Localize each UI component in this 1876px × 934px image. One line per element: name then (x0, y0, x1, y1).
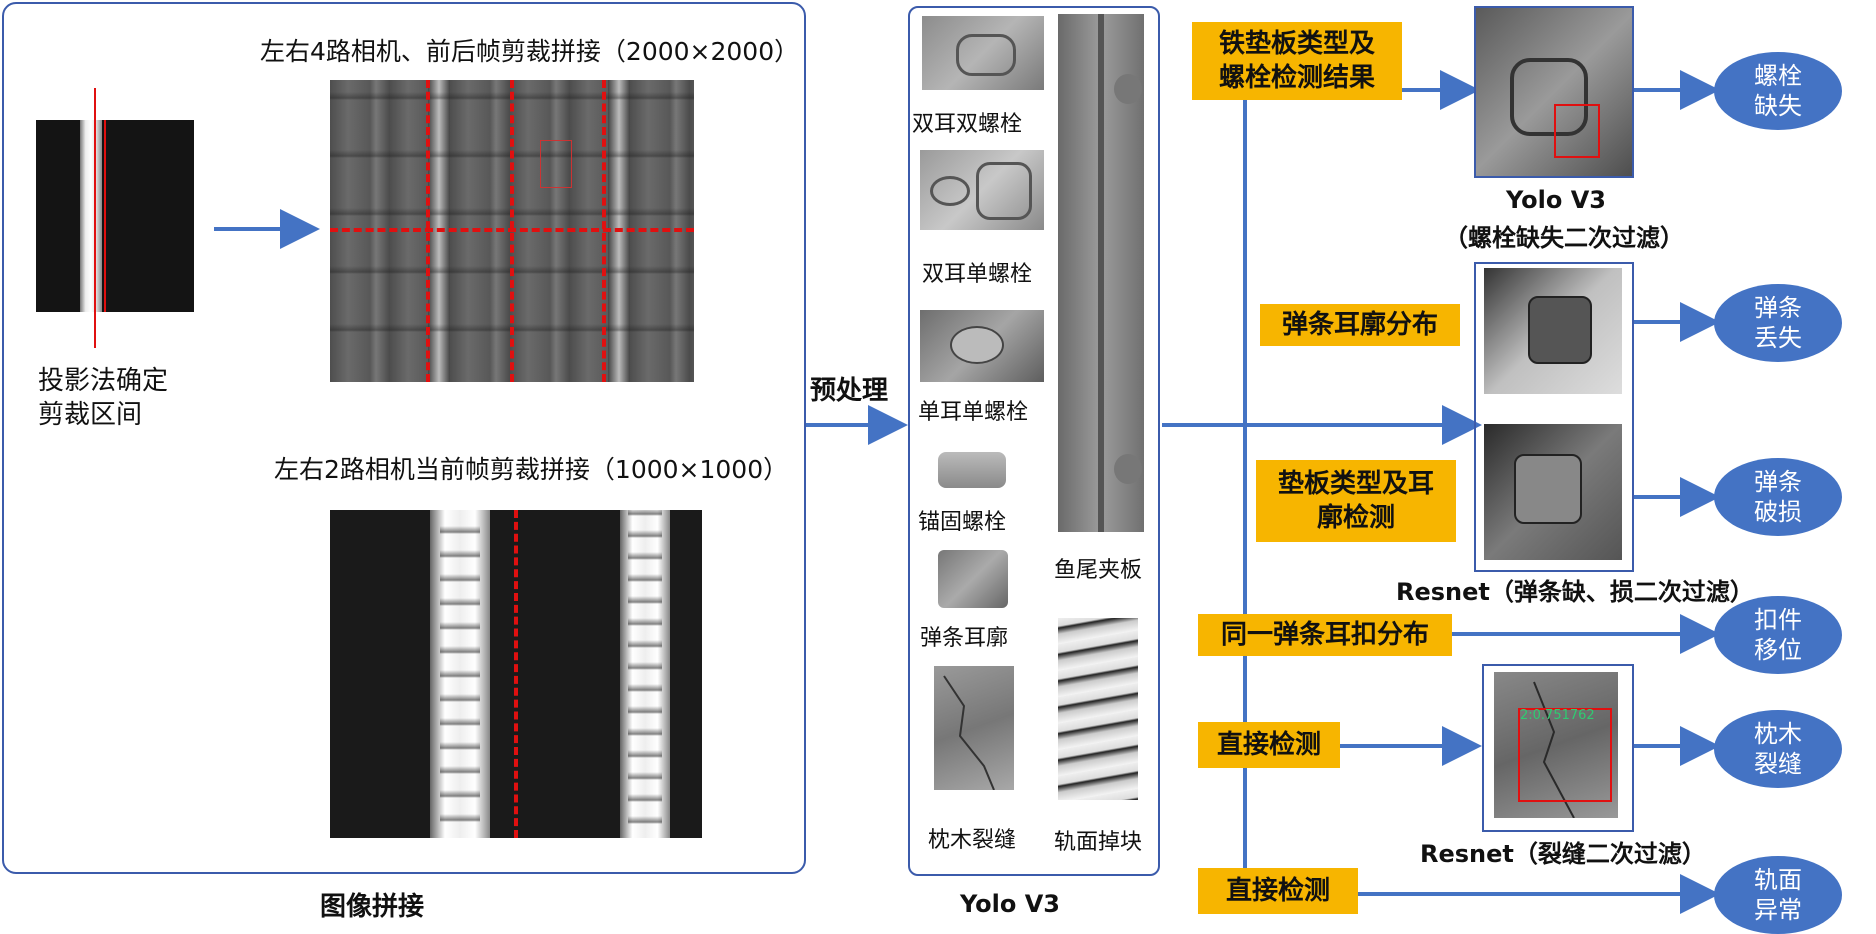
result-bolt-missing-a: 螺栓 (1754, 62, 1802, 90)
title-4cam: 左右4路相机、前后帧剪裁拼接（2000×2000） (260, 37, 800, 66)
sample-clip-ear (938, 550, 1008, 608)
yolo-filter-title: Yolo V3 (1506, 186, 1607, 214)
sample-sleeper-crack (934, 666, 1014, 790)
sample-anchor-bolt (938, 452, 1006, 488)
detect-box-plate-bolt-line1: 铁垫板类型及 (1218, 29, 1375, 59)
yolo-caption: Yolo V3 (960, 890, 1061, 918)
result-rail-surface-abnormal-b: 异常 (1754, 896, 1802, 924)
crack-overlay-text: 2:0.751762 (1520, 708, 1595, 723)
sample-single-ear-single-bolt (920, 310, 1044, 382)
result-clip-lost-a: 弹条 (1754, 294, 1802, 322)
resnet-crack-image: 2:0.751762 (1494, 672, 1618, 818)
yolo-bolt-filter-image (1474, 6, 1634, 178)
title-2cam: 左右2路相机当前帧剪裁拼接（1000×1000） (274, 455, 789, 484)
stitched-4cam-image (330, 80, 694, 382)
sample-rail-surface-chip (1058, 618, 1138, 800)
result-rail-surface-abnormal: 轨面 异常 (1714, 856, 1842, 934)
stitching-caption: 图像拼接 (320, 892, 425, 922)
detect-box-plate-ear-line2: 廓检测 (1316, 503, 1395, 533)
resnet-crack-filter-panel (1482, 664, 1634, 832)
detect-box-plate-bolt: 铁垫板类型及 螺栓检测结果 (1192, 22, 1402, 100)
detect-box-direct-2: 直接检测 (1198, 868, 1358, 914)
preprocess-label: 预处理 (810, 376, 889, 406)
stitched-2cam-image (330, 510, 702, 838)
detect-box-plate-ear-line1: 垫板类型及耳 (1277, 469, 1434, 499)
sample-double-ear-double-bolt (922, 16, 1044, 90)
label-clip-ear: 弹条耳廓 (920, 626, 1009, 651)
result-sleeper-crack-a: 枕木 (1754, 720, 1802, 748)
result-fastener-shift-a: 扣件 (1754, 606, 1802, 634)
result-bolt-missing: 螺栓 缺失 (1714, 52, 1842, 130)
result-clip-broken: 弹条 破损 (1714, 458, 1842, 536)
label-single-ear-single-bolt: 单耳单螺栓 (918, 400, 1029, 425)
result-bolt-missing-b: 缺失 (1754, 92, 1802, 120)
label-double-ear-single-bolt: 双耳单螺栓 (922, 262, 1033, 287)
label-double-ear-double-bolt: 双耳双螺栓 (912, 112, 1023, 137)
sample-double-ear-single-bolt (920, 150, 1044, 230)
result-clip-broken-b: 破损 (1754, 498, 1802, 526)
projection-image (36, 120, 194, 312)
detect-box-same-clip: 同一弹条耳扣分布 (1198, 614, 1452, 656)
result-clip-lost-b: 丢失 (1754, 324, 1802, 352)
label-rail-surface-chip: 轨面掉块 (1054, 830, 1143, 855)
label-fishplate: 鱼尾夹板 (1054, 558, 1143, 583)
label-anchor-bolt: 锚固螺栓 (918, 510, 1007, 535)
result-sleeper-crack: 枕木 裂缝 (1714, 710, 1842, 788)
result-fastener-shift-b: 移位 (1754, 636, 1802, 664)
detect-box-plate-bolt-line2: 螺栓检测结果 (1218, 63, 1375, 93)
sample-fishplate (1058, 14, 1144, 532)
projection-red-line (94, 88, 96, 348)
result-clip-lost: 弹条 丢失 (1714, 284, 1842, 362)
detect-box-plate-ear: 垫板类型及耳 廓检测 (1256, 460, 1456, 542)
resnet-clip-image-bottom (1484, 424, 1622, 560)
resnet-clip-caption: Resnet（弹条缺、损二次过滤） (1396, 578, 1754, 606)
projection-label-2: 剪裁区间 (38, 400, 143, 430)
result-clip-broken-a: 弹条 (1754, 468, 1802, 496)
resnet-crack-caption: Resnet（裂缝二次过滤） (1420, 840, 1706, 868)
result-rail-surface-abnormal-a: 轨面 (1754, 866, 1802, 894)
detect-box-clip-ear-distribution: 弹条耳廓分布 (1260, 304, 1460, 346)
yolo-filter-subtitle: （螺栓缺失二次过滤） (1444, 224, 1684, 252)
result-fastener-shift: 扣件 移位 (1714, 596, 1842, 674)
resnet-clip-image-top (1484, 268, 1622, 394)
resnet-clip-filter-panel (1474, 262, 1634, 572)
result-sleeper-crack-b: 裂缝 (1754, 750, 1802, 778)
label-sleeper-crack: 枕木裂缝 (928, 828, 1017, 853)
projection-label-1: 投影法确定 (38, 366, 169, 396)
detect-box-direct-1: 直接检测 (1198, 722, 1340, 768)
